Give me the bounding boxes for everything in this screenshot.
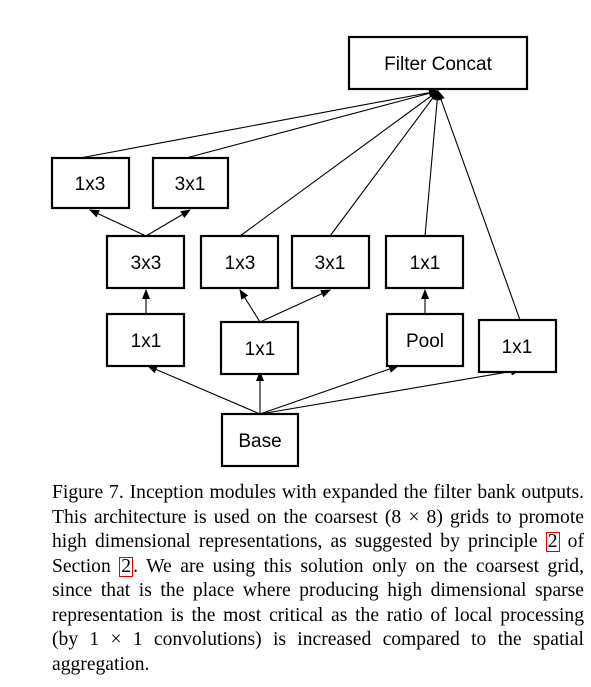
node-branch1-3x3: 3x3 (105, 234, 186, 290)
node-label: Base (238, 431, 281, 452)
node-branch1-1x1: 1x1 (105, 312, 186, 368)
node-branch3-pool: Pool (385, 312, 465, 368)
node-label: Pool (406, 331, 444, 352)
node-branch3-1x1-top: 1x1 (384, 234, 465, 290)
node-label: 1x1 (245, 339, 276, 360)
node-branch1-1x3: 1x3 (50, 156, 131, 210)
node-label: 3x3 (131, 253, 162, 274)
node-filter-concat: Filter Concat (347, 35, 529, 91)
node-label: 1x3 (225, 253, 256, 274)
edges-layer1-to-layer2 (142, 289, 429, 323)
node-branch1-3x1: 3x1 (151, 156, 230, 210)
caption-text-2: of Section (52, 531, 584, 577)
node-branch2-3x1: 3x1 (290, 234, 371, 290)
node-branch2-1x1: 1x1 (219, 320, 300, 376)
figure-caption: Figure 7. Inception modules with expande… (52, 481, 584, 677)
edges-from-base (147, 365, 521, 415)
node-label: 1x1 (502, 337, 533, 358)
node-label: 3x1 (315, 253, 346, 274)
caption-text-1: Figure 7. Inception modules with expande… (52, 482, 584, 552)
section-reference-link[interactable]: 2 (119, 555, 134, 577)
principle-reference-link[interactable]: 2 (545, 531, 560, 552)
edges-3x3-to-split (89, 209, 191, 237)
node-branch2-1x3: 1x3 (199, 234, 280, 290)
node-label: 1x1 (131, 331, 162, 352)
node-label: 1x3 (75, 174, 106, 195)
edges-to-filter-concat (79, 88, 521, 321)
inception-module-diagram: Filter Concat 1x3 3x1 3x3 1x3 3x1 1x1 1x… (50, 35, 558, 468)
node-branch4-1x1: 1x1 (477, 318, 558, 374)
caption-text-3: . We are using this solution only on the… (52, 555, 584, 675)
node-label: 1x1 (410, 253, 441, 274)
node-label: Filter Concat (384, 54, 492, 75)
node-label: 3x1 (175, 174, 206, 195)
node-base: Base (220, 412, 300, 468)
